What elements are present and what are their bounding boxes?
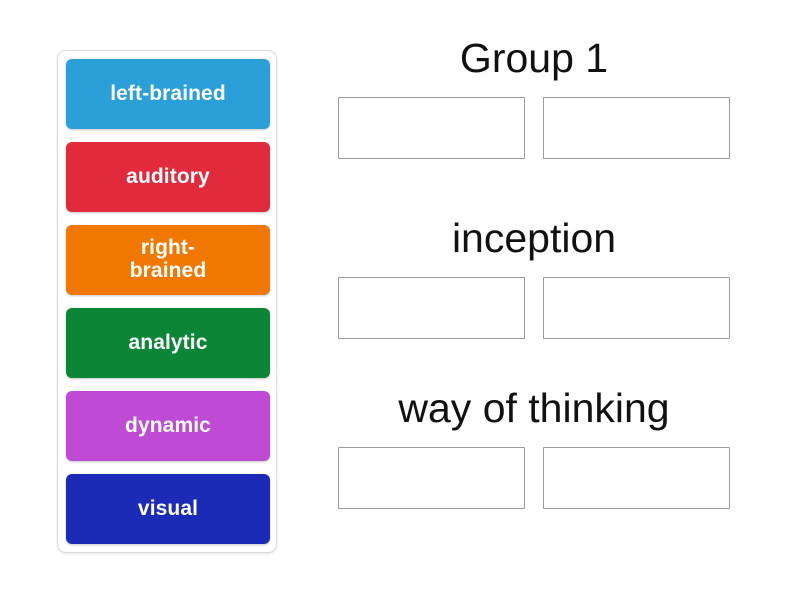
word-tile-label: right-brained — [129, 236, 207, 282]
drop-slot[interactable] — [543, 277, 730, 339]
drop-slot-row — [338, 277, 730, 339]
drop-slot[interactable] — [338, 97, 525, 159]
group-title: way of thinking — [398, 385, 670, 431]
drop-slot[interactable] — [338, 277, 525, 339]
answer-group: way of thinking — [338, 378, 730, 548]
word-tile-label: visual — [137, 496, 199, 520]
drop-slot[interactable] — [338, 447, 525, 509]
answer-groups: Group 1 inception way of thinking — [338, 38, 730, 548]
drop-slot[interactable] — [543, 447, 730, 509]
group-title: inception — [451, 215, 617, 261]
drop-slot-row — [338, 97, 730, 159]
drop-slot-row — [338, 447, 730, 509]
group-title: Group 1 — [459, 35, 609, 81]
word-tile[interactable]: analytic — [66, 308, 270, 378]
word-tile-tray: left-brained auditory right-brained anal… — [57, 50, 277, 553]
word-tile[interactable]: auditory — [66, 142, 270, 212]
word-tile-label: dynamic — [125, 413, 211, 437]
word-tile[interactable]: right-brained — [66, 225, 270, 295]
answer-group: inception — [338, 208, 730, 378]
word-tile-label: analytic — [128, 330, 208, 354]
word-tile[interactable]: dynamic — [66, 391, 270, 461]
word-tile-label: auditory — [126, 164, 210, 188]
word-tile-label: left-brained — [110, 81, 226, 105]
word-tile[interactable]: visual — [66, 474, 270, 544]
drop-slot[interactable] — [543, 97, 730, 159]
answer-group: Group 1 — [338, 38, 730, 208]
word-tile[interactable]: left-brained — [66, 59, 270, 129]
